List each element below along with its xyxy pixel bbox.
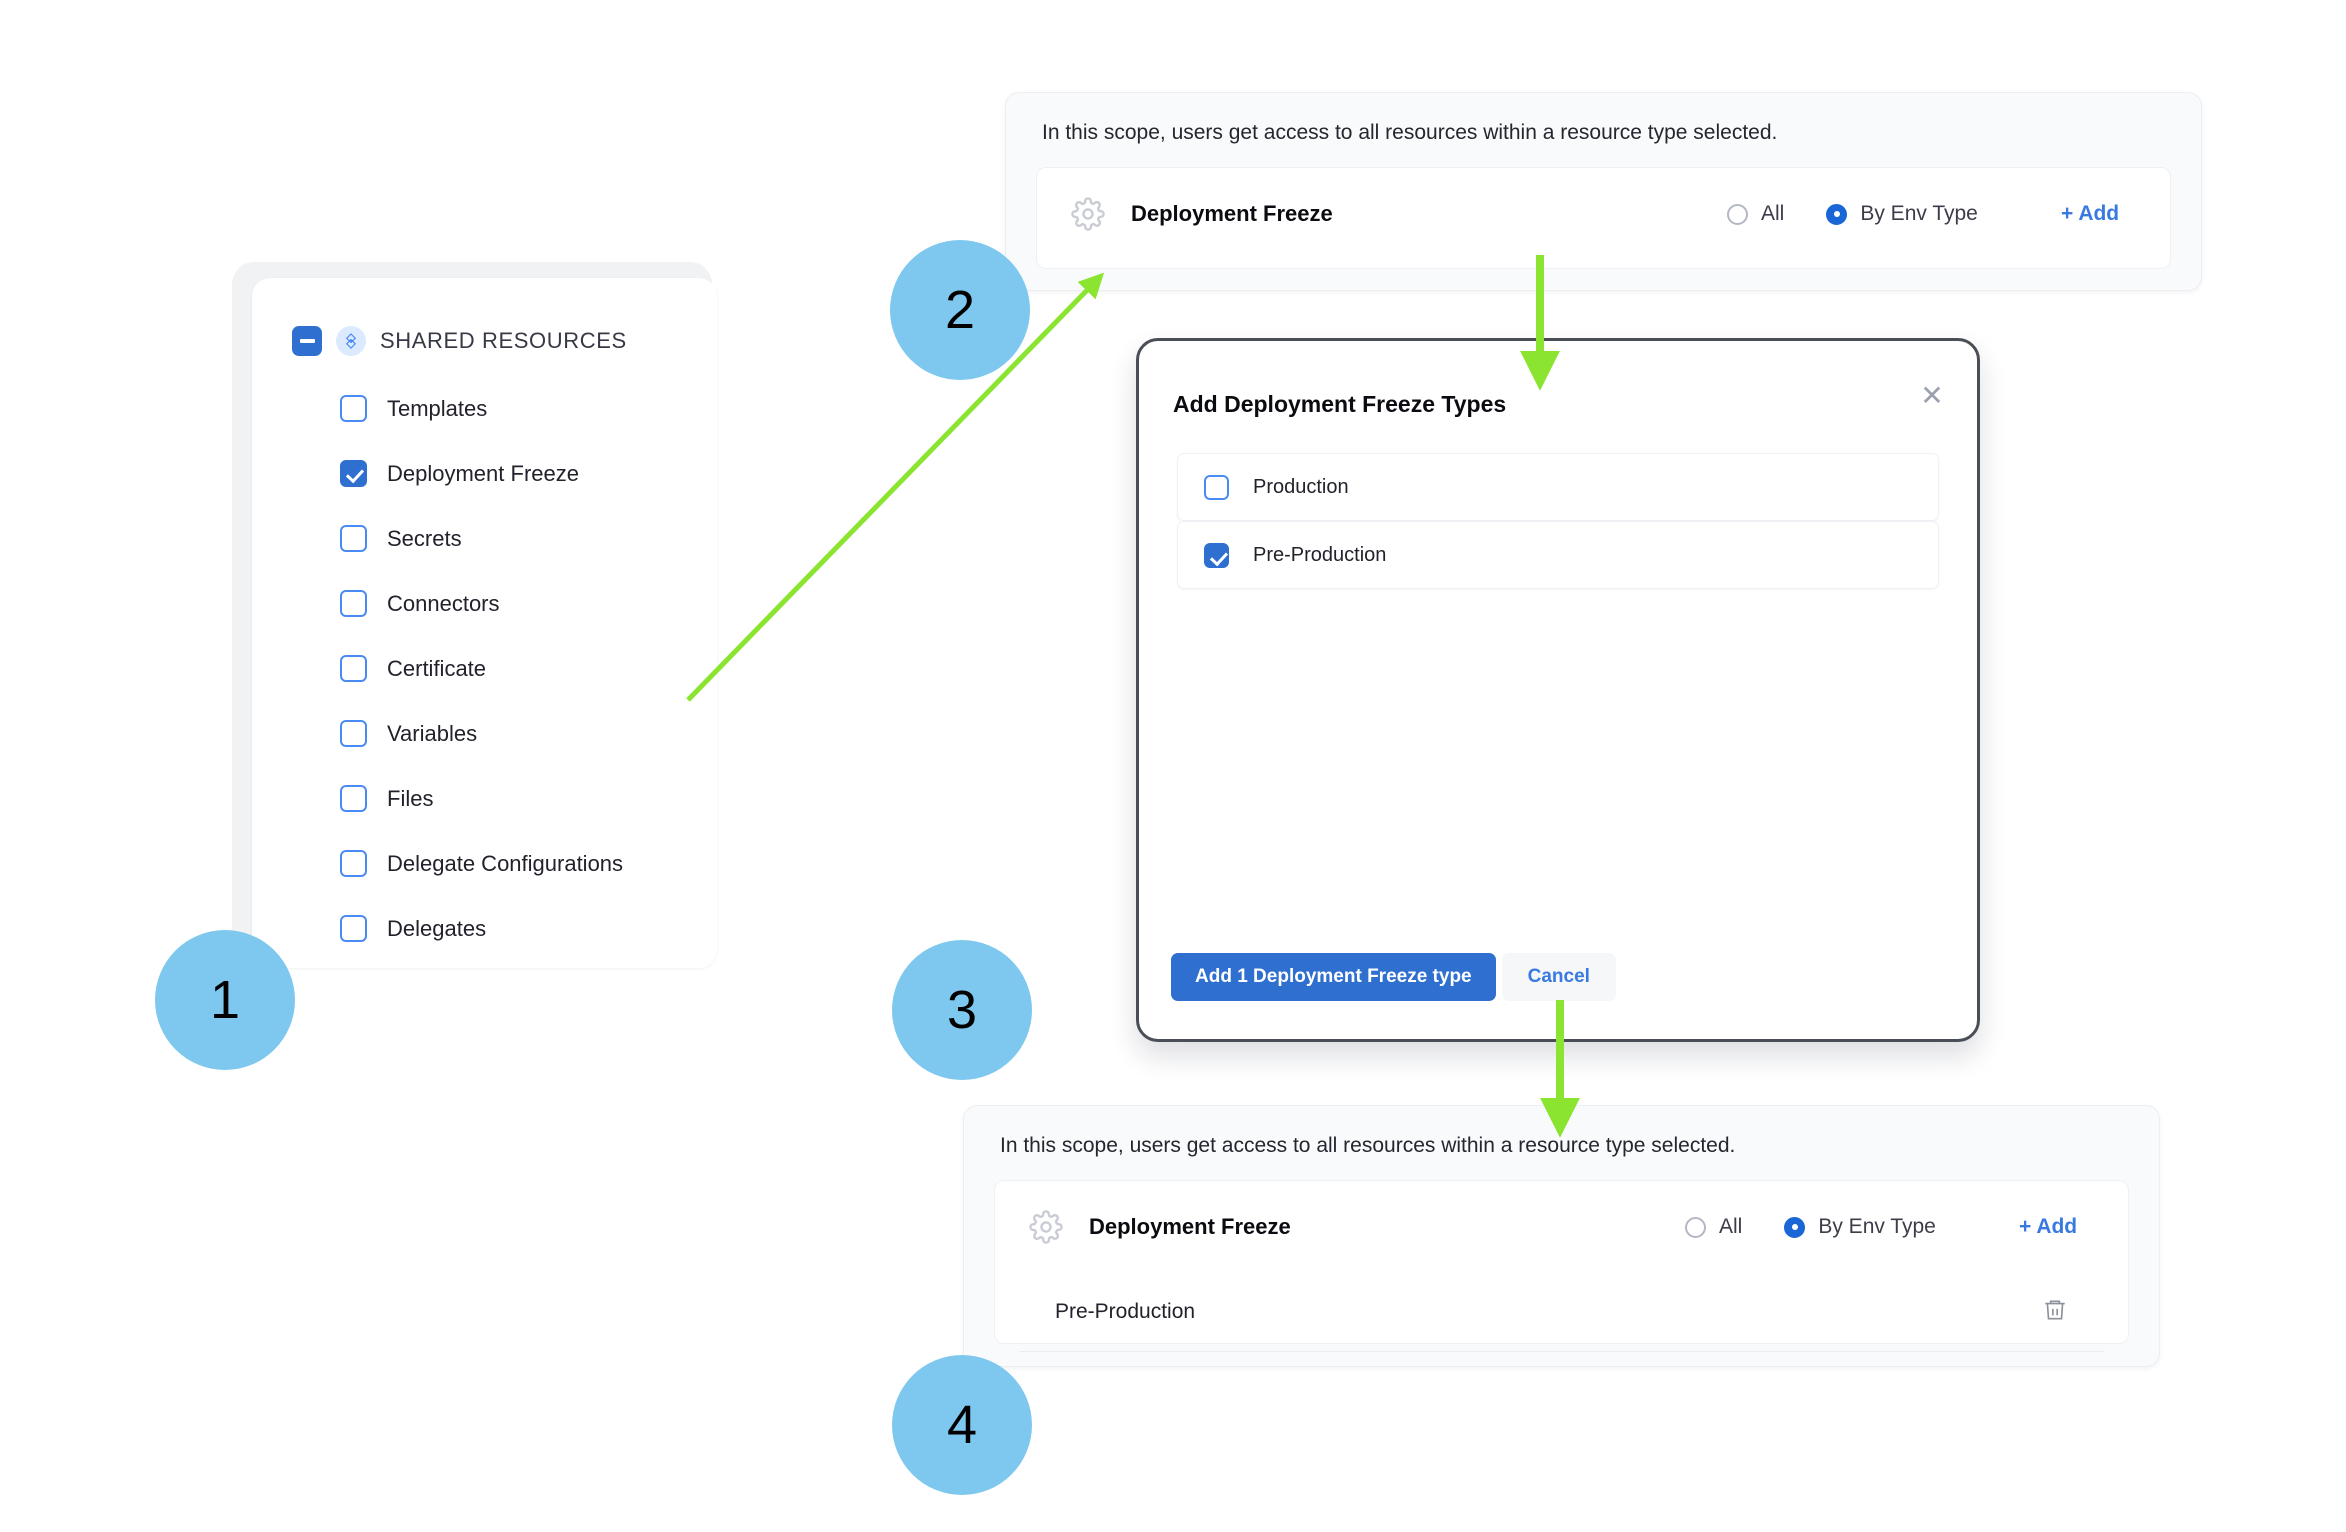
list-item-label: Variables bbox=[387, 720, 478, 746]
resource-group-icon bbox=[336, 326, 366, 356]
scope-resource-row-container: Deployment Freeze All By Env Type + Add bbox=[1036, 167, 2171, 269]
radio-all-label: All bbox=[1761, 202, 1785, 225]
modal-option-production[interactable]: Production bbox=[1177, 453, 1939, 521]
cancel-button[interactable]: Cancel bbox=[1501, 953, 1616, 1001]
add-deployment-freeze-type-button[interactable]: Add 1 Deployment Freeze type bbox=[1171, 953, 1496, 1001]
radio-by-env-type-label: By Env Type bbox=[1818, 1215, 1936, 1238]
modal-option-label: Production bbox=[1253, 475, 1349, 498]
radio-option-by-env-type[interactable]: By Env Type bbox=[1784, 1215, 1936, 1239]
scope-resource-row-container: Deployment Freeze All By Env Type + Add … bbox=[994, 1180, 2129, 1352]
checkbox-variables[interactable] bbox=[340, 720, 367, 747]
gear-icon bbox=[1071, 197, 1105, 231]
checkbox-certificate[interactable] bbox=[340, 655, 367, 682]
step-badge-3: 3 bbox=[892, 940, 1032, 1080]
list-item-label: Delegate Configurations bbox=[387, 850, 624, 876]
list-item-label: Deployment Freeze bbox=[387, 460, 579, 486]
shared-resources-header: SHARED RESOURCES bbox=[252, 278, 717, 356]
scope-resource-row: Deployment Freeze All By Env Type + Add bbox=[995, 1181, 2128, 1273]
list-item-label: Connectors bbox=[387, 590, 500, 616]
add-button[interactable]: + Add bbox=[2019, 1215, 2078, 1238]
list-item[interactable]: Connectors bbox=[252, 571, 717, 636]
scope-resource-name: Deployment Freeze bbox=[1131, 201, 1333, 226]
list-item[interactable]: Delegate Configurations bbox=[252, 831, 717, 896]
list-item[interactable]: Deployment Freeze bbox=[252, 441, 717, 506]
radio-all-label: All bbox=[1719, 1215, 1743, 1238]
radio-all-icon[interactable] bbox=[1727, 203, 1748, 225]
step-badge-1: 1 bbox=[155, 930, 295, 1070]
scope-panel-bottom: In this scope, users get access to all r… bbox=[963, 1105, 2160, 1367]
checkbox-delegate-configurations[interactable] bbox=[340, 850, 367, 877]
radio-option-all[interactable]: All bbox=[1727, 202, 1784, 226]
radio-by-env-type-icon[interactable] bbox=[1826, 203, 1848, 225]
list-item-label: Delegates bbox=[387, 915, 487, 941]
minus-square-icon[interactable] bbox=[292, 326, 322, 356]
scope-panel-top: In this scope, users get access to all r… bbox=[1005, 92, 2202, 291]
modal-option-pre-production[interactable]: Pre-Production bbox=[1177, 521, 1939, 589]
modal-footer: Add 1 Deployment Freeze type Cancel bbox=[1171, 953, 1616, 1001]
checkbox-connectors[interactable] bbox=[340, 590, 367, 617]
list-item[interactable]: Certificate bbox=[252, 636, 717, 701]
checkbox-production[interactable] bbox=[1204, 474, 1229, 500]
step-badge-4: 4 bbox=[892, 1355, 1032, 1495]
step-badge-2: 2 bbox=[890, 240, 1030, 380]
list-item-label: Templates bbox=[387, 395, 488, 421]
add-button[interactable]: + Add bbox=[2061, 202, 2120, 225]
list-item-label: Certificate bbox=[387, 655, 487, 681]
shared-resources-title: SHARED RESOURCES bbox=[380, 328, 627, 353]
trash-icon[interactable] bbox=[2042, 1297, 2068, 1328]
checkbox-pre-production[interactable] bbox=[1204, 542, 1229, 568]
close-icon[interactable]: ✕ bbox=[1920, 380, 1944, 411]
list-item[interactable]: Templates bbox=[252, 376, 717, 441]
scope-description: In this scope, users get access to all r… bbox=[1000, 1134, 1736, 1157]
modal-title: Add Deployment Freeze Types bbox=[1173, 391, 1507, 417]
radio-by-env-type-icon[interactable] bbox=[1784, 1216, 1806, 1238]
modal-option-label: Pre-Production bbox=[1253, 543, 1387, 566]
list-item[interactable]: Secrets bbox=[252, 506, 717, 571]
checkbox-secrets[interactable] bbox=[340, 525, 367, 552]
radio-by-env-type-label: By Env Type bbox=[1860, 202, 1978, 225]
gear-icon bbox=[1029, 1210, 1063, 1244]
selected-env-row: Pre-Production bbox=[1019, 1273, 2104, 1352]
checkbox-deployment-freeze[interactable] bbox=[340, 460, 367, 487]
shared-resources-list: Templates Deployment Freeze Secrets Conn… bbox=[252, 356, 717, 961]
scope-radio-group: All By Env Type bbox=[1727, 202, 1978, 226]
radio-all-icon[interactable] bbox=[1685, 1216, 1706, 1238]
shared-resources-card: SHARED RESOURCES Templates Deployment Fr… bbox=[252, 278, 717, 968]
selected-env-label: Pre-Production bbox=[1055, 1300, 1196, 1323]
scope-radio-group: All By Env Type bbox=[1685, 1215, 1936, 1239]
list-item-label: Secrets bbox=[387, 525, 462, 551]
list-item[interactable]: Variables bbox=[252, 701, 717, 766]
checkbox-delegates[interactable] bbox=[340, 915, 367, 942]
list-item[interactable]: Delegates bbox=[252, 896, 717, 961]
scope-resource-name: Deployment Freeze bbox=[1089, 1214, 1291, 1239]
checkbox-files[interactable] bbox=[340, 785, 367, 812]
list-item-label: Files bbox=[387, 785, 434, 811]
checkbox-templates[interactable] bbox=[340, 395, 367, 422]
scope-description: In this scope, users get access to all r… bbox=[1042, 121, 1778, 144]
list-item[interactable]: Files bbox=[252, 766, 717, 831]
radio-option-all[interactable]: All bbox=[1685, 1215, 1742, 1239]
arrow-1-to-2 bbox=[686, 272, 1105, 702]
add-deployment-freeze-types-modal: Add Deployment Freeze Types ✕ Production… bbox=[1136, 338, 1980, 1042]
radio-option-by-env-type[interactable]: By Env Type bbox=[1826, 202, 1978, 226]
scope-resource-row: Deployment Freeze All By Env Type + Add bbox=[1037, 168, 2170, 260]
